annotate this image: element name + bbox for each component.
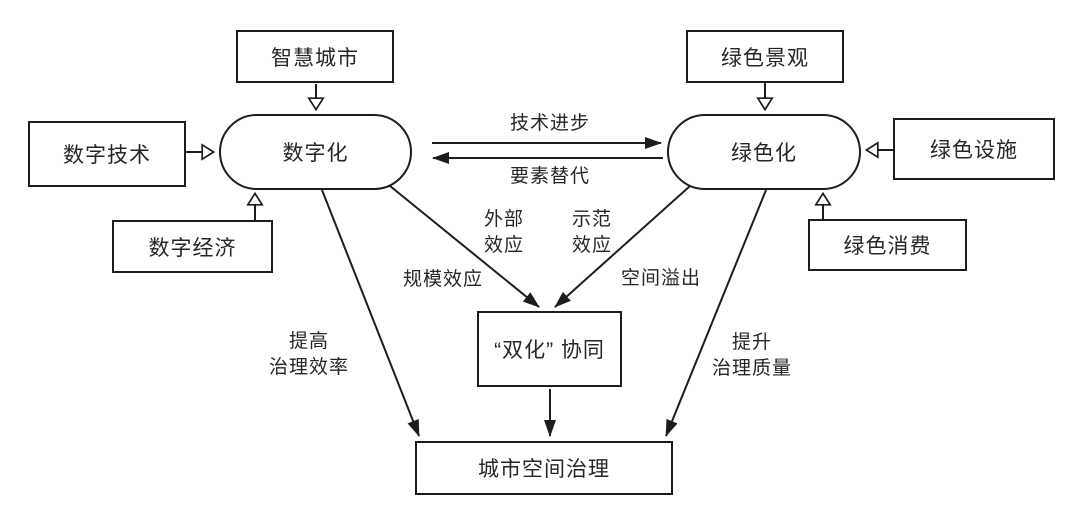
node-digital-tech: 数字技术 [28, 121, 186, 187]
node-greening: 绿色化 [667, 114, 861, 190]
label-external-effect: 外部 效应 [483, 209, 525, 256]
node-green-facility: 绿色设施 [893, 118, 1055, 180]
node-digitalization: 数字化 [219, 114, 412, 190]
node-green-landscape: 绿色景观 [686, 30, 844, 83]
label-scale-effect: 规模效应 [402, 269, 484, 290]
label-factor-substitution: 要素替代 [509, 166, 591, 187]
node-green-consumption: 绿色消费 [808, 219, 967, 271]
edge-greening-to-synergy [554, 185, 691, 308]
node-smart-city: 智慧城市 [236, 30, 394, 83]
label-tech-progress: 技术进步 [509, 113, 591, 134]
edge-greening-to-governance [665, 189, 767, 437]
node-digital-economy: 数字经济 [112, 220, 273, 273]
edge-digitalization-to-synergy [389, 185, 540, 308]
label-demonstration-effect: 示范 效应 [571, 209, 613, 256]
label-improve-quality: 提升 治理质量 [711, 332, 793, 379]
node-synergy: “双化” 协同 [477, 311, 622, 387]
label-spatial-spillover: 空间溢出 [620, 268, 702, 289]
node-governance: 城市空间治理 [415, 441, 673, 495]
label-improve-efficiency: 提高 治理效率 [268, 331, 350, 378]
edge-digitalization-to-governance [321, 189, 420, 437]
